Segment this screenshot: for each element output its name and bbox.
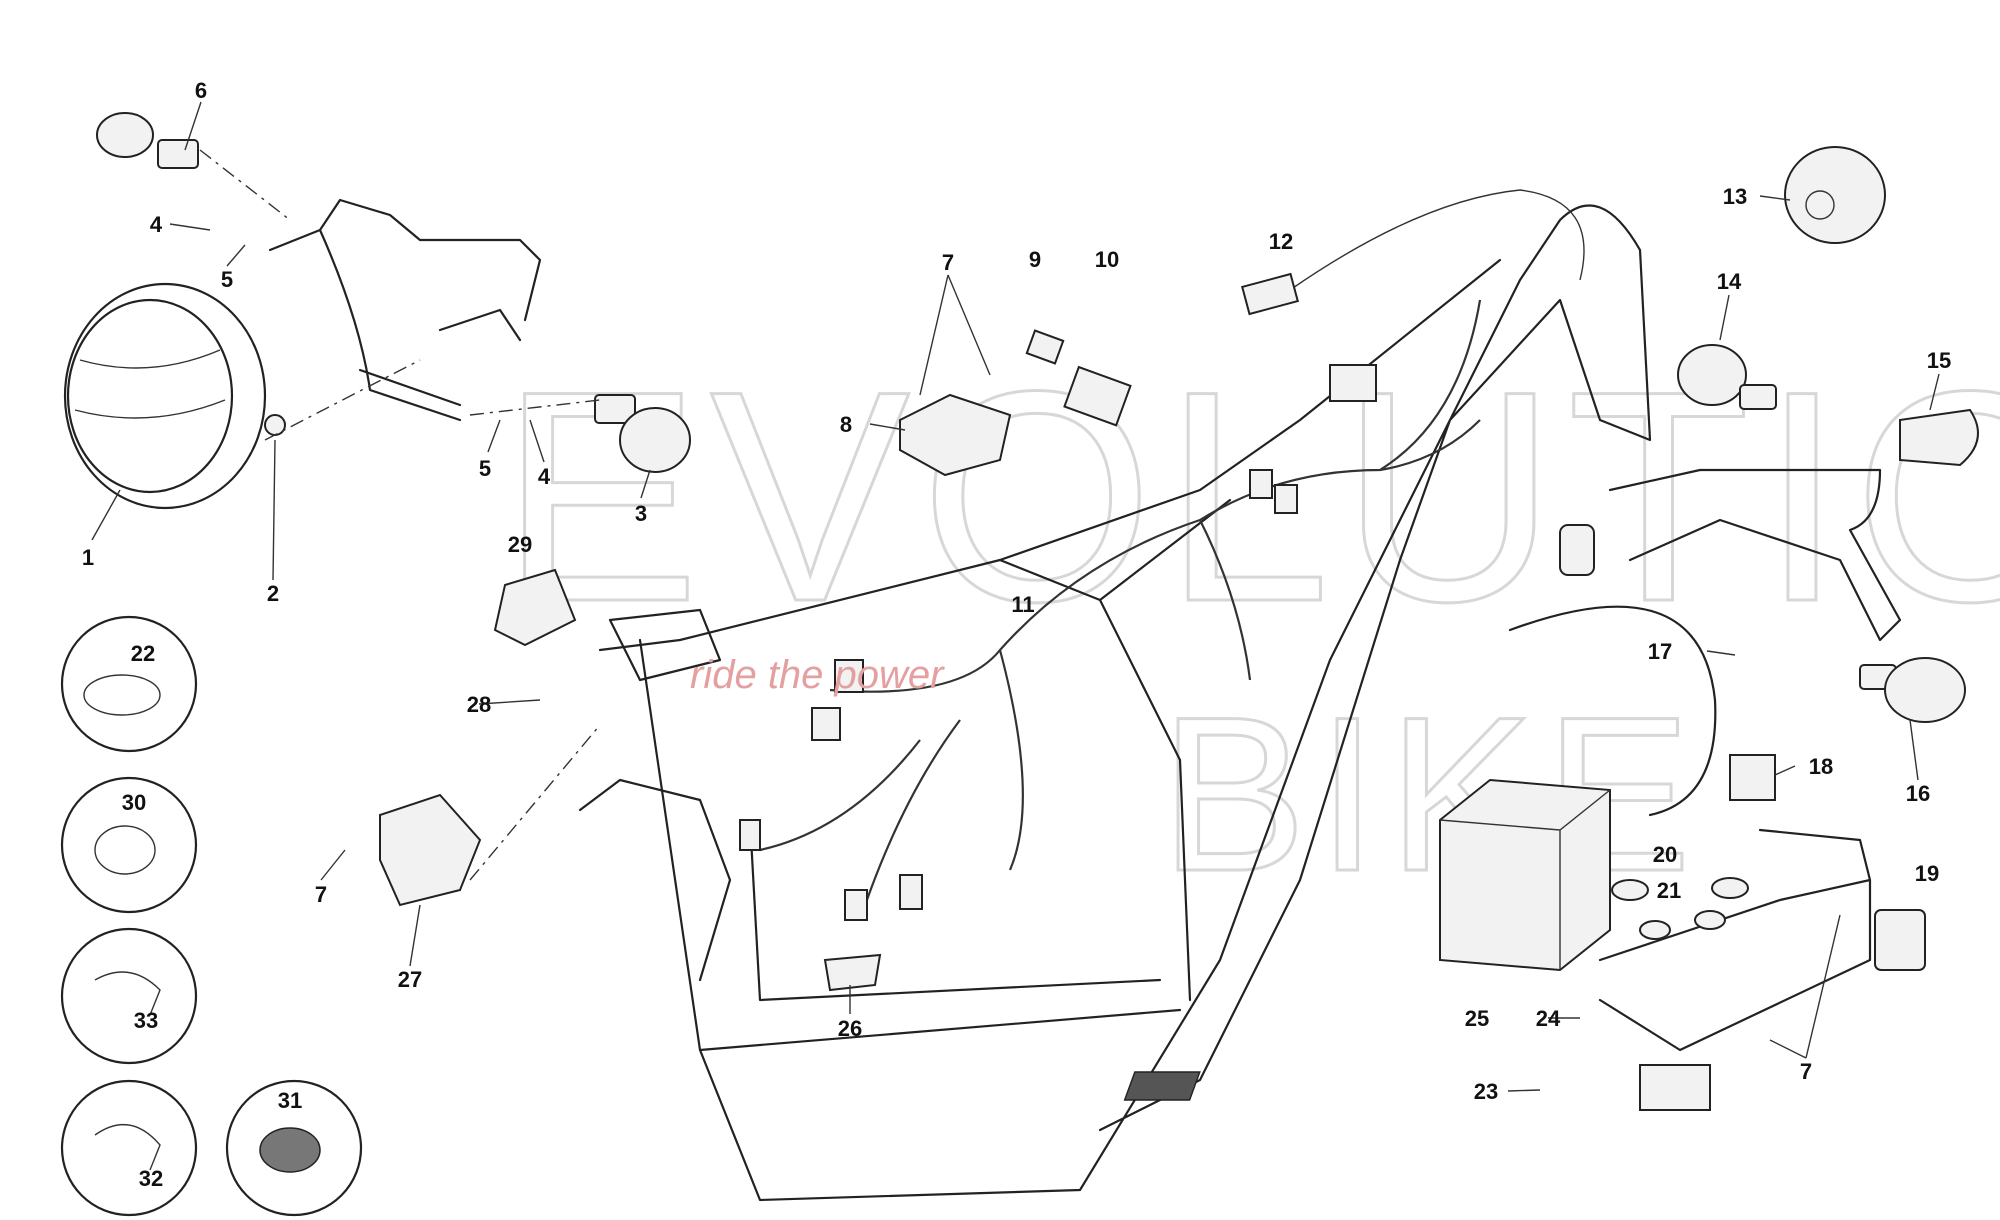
callout-30: 30 <box>122 790 146 815</box>
relay-9 <box>1025 329 1065 365</box>
callout-22: 22 <box>131 641 155 666</box>
callout-9: 9 <box>1029 247 1041 272</box>
detail-circles <box>60 615 363 1217</box>
rear-indicator-right <box>1859 657 1966 723</box>
frame <box>578 189 1652 1202</box>
callout-2: 2 <box>267 581 279 606</box>
callout-20: 20 <box>1653 842 1677 867</box>
ecu <box>899 393 1012 477</box>
horn <box>1784 146 1886 244</box>
battery-tray <box>1598 828 1872 1052</box>
sensor-26 <box>823 953 882 992</box>
callout-6: 6 <box>195 78 207 103</box>
callout-24: 24 <box>1536 1006 1561 1031</box>
callout-31: 31 <box>278 1088 302 1113</box>
headlight <box>63 282 286 510</box>
fuse-12 <box>1241 272 1299 316</box>
callout-32: 32 <box>139 1166 163 1191</box>
battery <box>1439 778 1611 972</box>
callout-17: 17 <box>1648 639 1672 664</box>
callout-29: 29 <box>508 532 532 557</box>
callout-23: 23 <box>1474 1079 1498 1104</box>
headlight-bracket <box>268 198 542 422</box>
rear-indicator-left <box>1677 344 1777 410</box>
callout-8: 8 <box>840 412 852 437</box>
callout-14: 14 <box>1717 269 1742 294</box>
callout-28: 28 <box>467 692 491 717</box>
control-unit-27 <box>379 793 482 907</box>
callout-4: 4 <box>150 212 163 237</box>
ignition-coil <box>493 568 577 647</box>
callout-7: 7 <box>942 250 954 275</box>
watermark: EVOLUTION BIKE <box>499 327 2000 919</box>
wiring-harness <box>759 299 1482 921</box>
callout-26: 26 <box>838 1016 862 1041</box>
module-10 <box>1063 365 1132 427</box>
callout-7: 7 <box>315 882 327 907</box>
callout-12: 12 <box>1269 229 1293 254</box>
callouts: 6 4 5 1 2 5 4 3 7 9 10 8 12 13 14 15 11 … <box>82 78 1951 1191</box>
callout-19: 19 <box>1915 861 1939 886</box>
connectors <box>739 364 1377 921</box>
callout-18: 18 <box>1809 754 1833 779</box>
callout-33: 33 <box>134 1008 158 1033</box>
battery-cable <box>1508 605 1717 817</box>
callout-27: 27 <box>398 967 422 992</box>
callout-7: 7 <box>1800 1059 1812 1084</box>
relay-18 <box>1729 754 1776 801</box>
callout-4: 4 <box>538 464 551 489</box>
callout-11: 11 <box>1011 592 1034 617</box>
callout-21: 21 <box>1657 878 1681 903</box>
callout-10: 10 <box>1095 247 1119 272</box>
callout-1: 1 <box>82 545 94 570</box>
callout-15: 15 <box>1927 348 1951 373</box>
leader-lines <box>91 101 1940 1092</box>
callout-25: 25 <box>1465 1006 1489 1031</box>
svg-text:BIKE: BIKE <box>1160 671 1701 917</box>
callout-13: 13 <box>1723 184 1747 209</box>
callout-5: 5 <box>221 267 233 292</box>
regulator-19 <box>1874 909 1926 971</box>
pad-23 <box>1123 1071 1201 1101</box>
callout-16: 16 <box>1906 781 1930 806</box>
callout-5: 5 <box>479 456 491 481</box>
rear-bracket <box>1608 468 1902 642</box>
number-plate-light <box>1899 408 1979 467</box>
watermark-slogan: ride the power <box>690 653 945 697</box>
front-indicator-left <box>96 112 199 169</box>
rubber-pads <box>1611 877 1749 940</box>
callout-3: 3 <box>635 501 647 526</box>
front-indicator-right <box>594 394 691 473</box>
